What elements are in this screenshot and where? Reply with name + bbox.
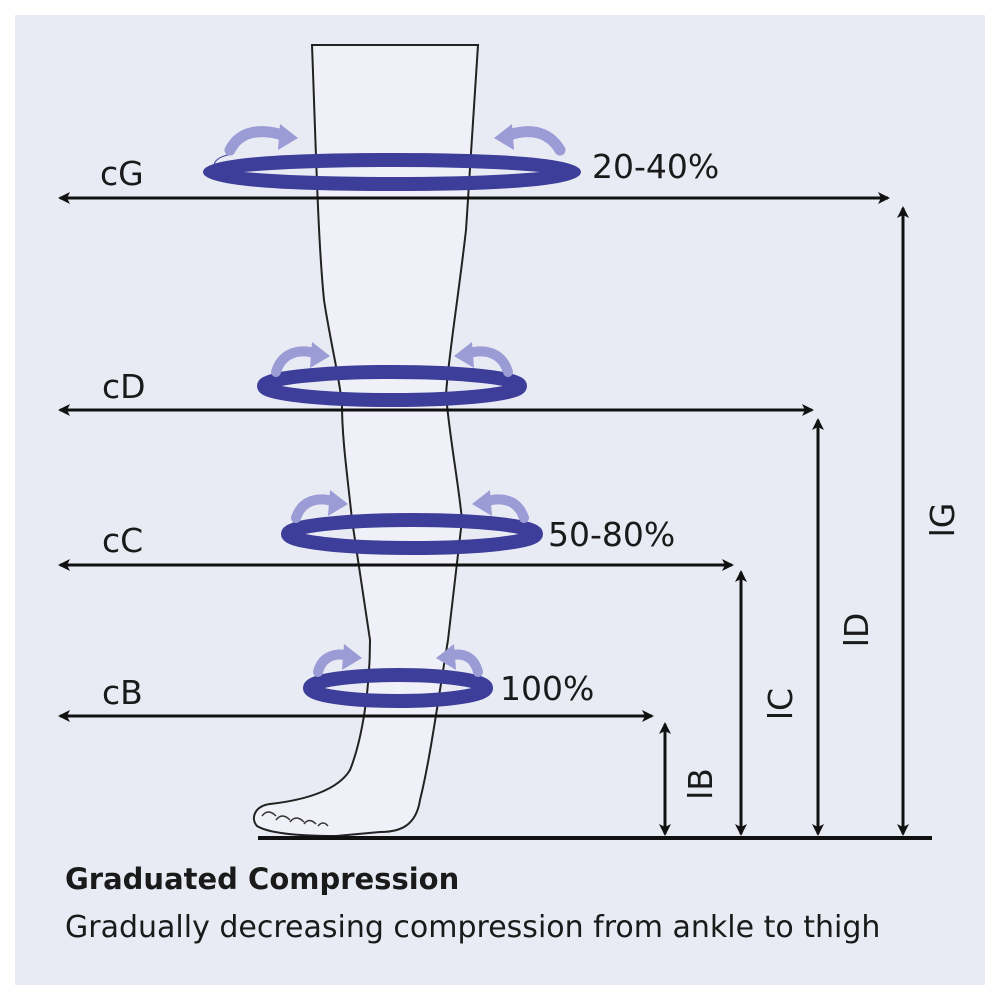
band-cB (303, 644, 493, 708)
percent-cB: 100% (500, 669, 594, 708)
band-cC (281, 490, 543, 555)
band-cD (257, 342, 527, 407)
label-cG: cG (100, 154, 144, 193)
leg-outline (252, 44, 480, 838)
caption-title: Graduated Compression (65, 862, 460, 896)
band-cG (203, 124, 581, 191)
label-cD: cD (102, 367, 146, 406)
label-lB: lB (681, 768, 720, 800)
label-lC: lC (761, 688, 800, 720)
percent-cG: 20-40% (592, 147, 719, 186)
label-lG: lG (923, 503, 962, 538)
percent-cC: 50-80% (548, 515, 675, 554)
label-cB: cB (102, 673, 143, 712)
toes (261, 811, 329, 827)
caption-subtitle: Gradually decreasing compression from an… (65, 910, 881, 945)
label-cC: cC (102, 521, 143, 560)
label-lD: lD (837, 613, 876, 648)
